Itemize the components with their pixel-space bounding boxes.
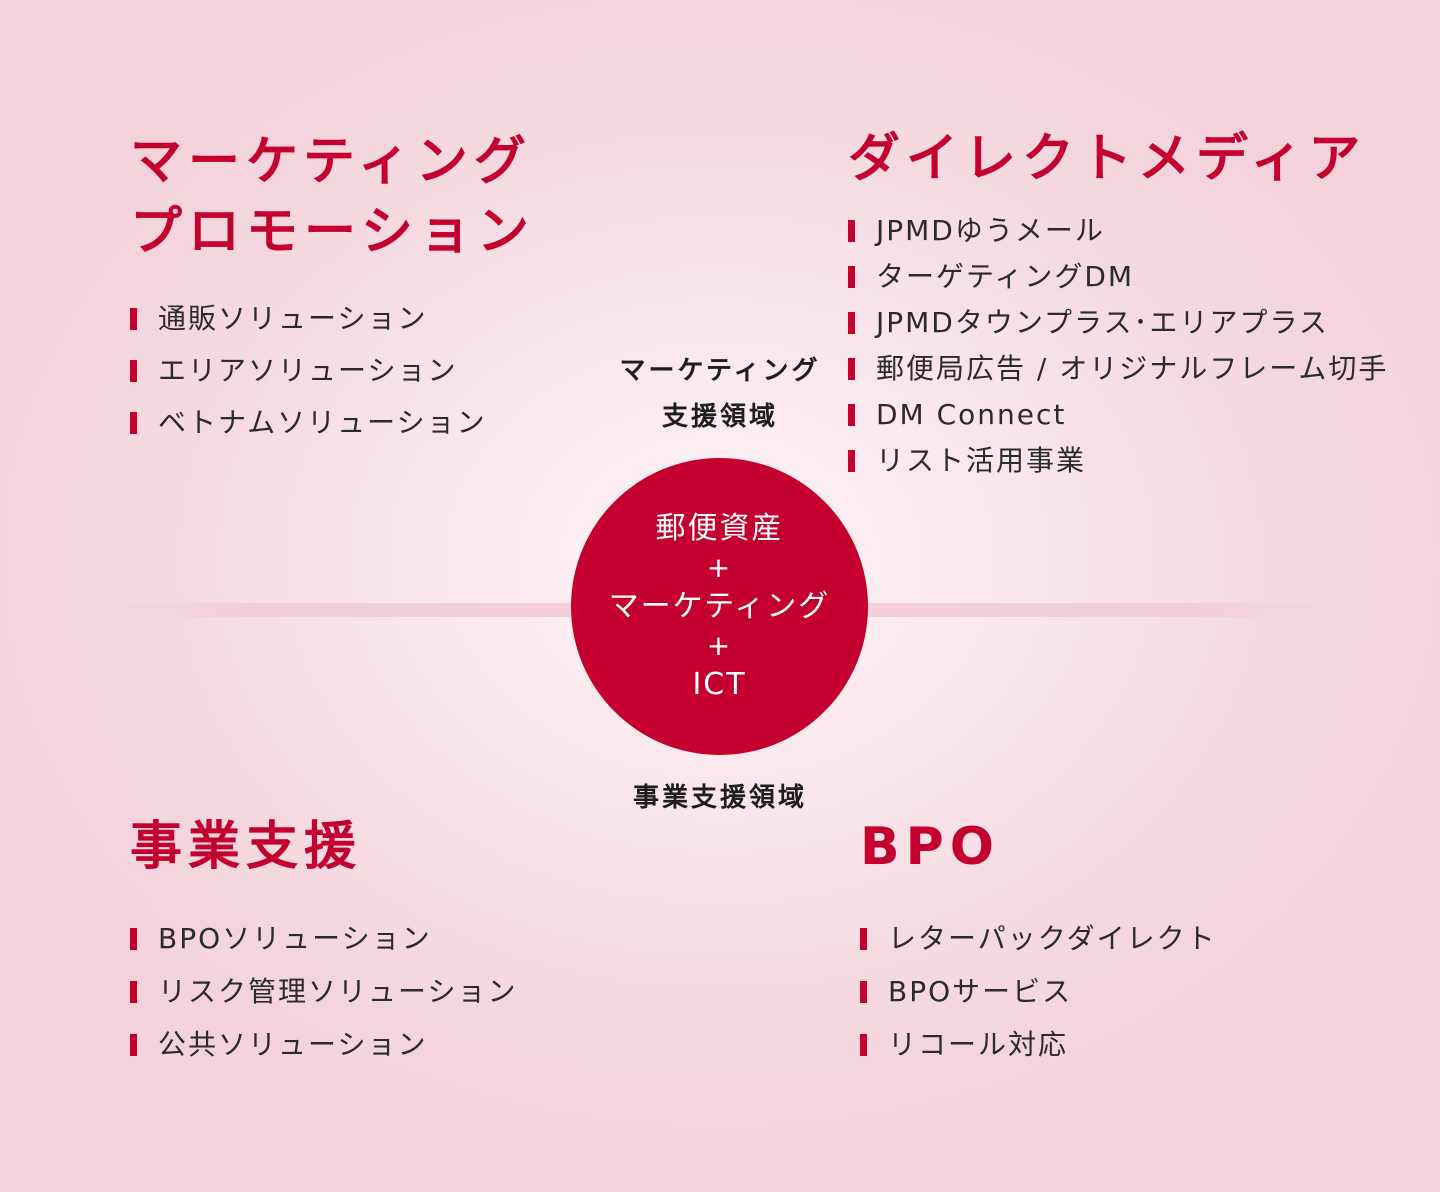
bullet-bar-icon	[130, 927, 137, 950]
bullet-bar-icon	[130, 980, 137, 1003]
item-label: ベトナムソリューション	[158, 406, 487, 439]
bullet-bar-icon	[130, 412, 137, 434]
item-label: 郵便局広告 / オリジナルフレーム切手	[876, 352, 1389, 385]
axis-label-line: マーケティング	[619, 356, 821, 386]
item-list: BPOソリューション リスク管理ソリューション 公共ソリューション	[130, 912, 517, 1071]
item-label: リスク管理ソリューション	[158, 975, 518, 1008]
title-line: マーケティング	[130, 132, 532, 192]
list-item: リスク管理ソリューション	[130, 965, 517, 1018]
list-item: 公共ソリューション	[130, 1018, 517, 1071]
center-line: ICT	[692, 666, 747, 702]
bullet-bar-icon	[848, 450, 855, 472]
list-item: BPOサービス	[860, 965, 1217, 1018]
bullet-bar-icon	[130, 1033, 137, 1056]
bullet-bar-icon	[860, 1033, 867, 1056]
bullet-bar-icon	[848, 358, 855, 380]
bullet-bar-icon	[848, 312, 855, 334]
axis-label-marketing-support: マーケティング 支援領域	[600, 348, 840, 440]
list-item: エリアソリューション	[130, 345, 535, 397]
item-label: BPOサービス	[888, 975, 1073, 1008]
center-line: マーケティング	[608, 588, 831, 624]
list-item: 郵便局広告 / オリジナルフレーム切手	[848, 346, 1388, 392]
bullet-bar-icon	[130, 360, 137, 382]
item-label: リコール対応	[888, 1028, 1069, 1061]
title-line: BPO	[860, 817, 1000, 877]
list-item: ベトナムソリューション	[130, 397, 535, 449]
list-item: ターゲティングDM	[848, 254, 1388, 300]
quadrant-title: 事業支援	[130, 812, 517, 882]
quadrant-direct-media: ダイレクトメディア JPMDゆうメール ターゲティングDM JPMDタウンプラス…	[848, 124, 1388, 484]
item-list: 通販ソリューション エリアソリューション ベトナムソリューション	[130, 293, 535, 449]
bullet-bar-icon	[860, 980, 867, 1003]
item-label: BPOソリューション	[158, 922, 432, 955]
bullet-bar-icon	[848, 220, 855, 242]
item-label: 公共ソリューション	[158, 1028, 428, 1061]
bullet-bar-icon	[130, 308, 137, 330]
quadrant-title: BPO	[860, 812, 1217, 882]
item-list: レターパックダイレクト BPOサービス リコール対応	[860, 912, 1217, 1071]
list-item: JPMDゆうメール	[848, 208, 1388, 254]
item-label: レターパックダイレクト	[888, 922, 1217, 955]
bullet-bar-icon	[860, 927, 867, 950]
item-label: DM Connect	[876, 398, 1067, 431]
item-label: リスト活用事業	[876, 444, 1087, 477]
list-item: JPMDタウンプラス･エリアプラス	[848, 300, 1388, 346]
center-line: 郵便資産	[655, 510, 784, 546]
item-label: JPMDゆうメール	[876, 214, 1105, 247]
axis-label-business-support: 事業支援領域	[632, 783, 807, 813]
quadrant-title: マーケティング プロモーション	[130, 127, 535, 267]
bullet-bar-icon	[848, 404, 855, 426]
item-label: ターゲティングDM	[876, 260, 1135, 293]
axis-label-line: 支援領域	[661, 402, 778, 432]
quadrant-title: ダイレクトメディア	[848, 124, 1388, 194]
plus-sign: +	[706, 628, 733, 662]
quadrant-bpo: BPO レターパックダイレクト BPOサービス リコール対応	[860, 812, 1217, 1071]
list-item: 通販ソリューション	[130, 293, 535, 345]
item-label: エリアソリューション	[158, 354, 458, 387]
quadrant-marketing-promotion: マーケティング プロモーション 通販ソリューション エリアソリューション ベトナ…	[130, 127, 535, 449]
list-item: リコール対応	[860, 1018, 1217, 1071]
list-item: レターパックダイレクト	[860, 912, 1217, 965]
item-list: JPMDゆうメール ターゲティングDM JPMDタウンプラス･エリアプラス 郵便…	[848, 208, 1388, 484]
title-line: 事業支援	[130, 817, 363, 877]
list-item: リスト活用事業	[848, 438, 1388, 484]
title-line: プロモーション	[130, 202, 535, 262]
quadrant-business-support: 事業支援 BPOソリューション リスク管理ソリューション 公共ソリューション	[130, 812, 517, 1071]
list-item: BPOソリューション	[130, 912, 517, 965]
title-line: ダイレクトメディア	[848, 129, 1367, 189]
item-label: JPMDタウンプラス･エリアプラス	[876, 306, 1329, 339]
plus-sign: +	[706, 550, 733, 584]
center-circle: 郵便資産 + マーケティング + ICT	[571, 458, 868, 755]
list-item: DM Connect	[848, 392, 1388, 438]
item-label: 通販ソリューション	[158, 302, 428, 335]
bullet-bar-icon	[848, 266, 855, 288]
